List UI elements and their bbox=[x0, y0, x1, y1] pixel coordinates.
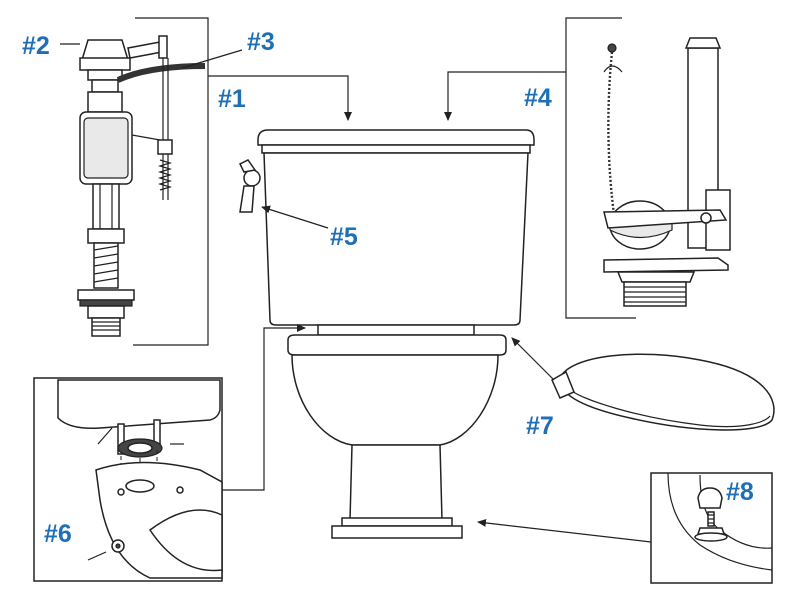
flush-valve-illustration bbox=[565, 17, 731, 319]
toilet-illustration bbox=[238, 129, 535, 539]
tank-to-bowl-inset bbox=[33, 377, 223, 582]
fill-valve-bracket bbox=[133, 17, 209, 346]
label-tank-to-bowl: #6 bbox=[44, 520, 72, 548]
trip-lever bbox=[238, 159, 261, 213]
callout-lines bbox=[60, 43, 652, 543]
toilet-seat bbox=[559, 353, 775, 431]
tank bbox=[263, 152, 529, 326]
fill-valve-cap bbox=[80, 39, 130, 61]
fill-valve-illustration bbox=[77, 17, 209, 346]
label-seat: #7 bbox=[526, 412, 554, 440]
label-bolt-caps: #8 bbox=[726, 478, 754, 506]
label-fill-valve: #1 bbox=[218, 85, 246, 113]
bowl-rim bbox=[287, 334, 507, 356]
label-refill-tube: #3 bbox=[247, 28, 275, 56]
label-flush-valve: #4 bbox=[524, 84, 552, 112]
bolt-caps-inset bbox=[650, 472, 773, 584]
refill-tube bbox=[116, 63, 206, 83]
label-trip-lever: #5 bbox=[330, 223, 358, 251]
bowl bbox=[291, 354, 499, 446]
flapper-chain bbox=[607, 51, 616, 215]
flush-valve-bracket bbox=[565, 17, 636, 319]
label-fill-valve-cap: #2 bbox=[22, 32, 50, 60]
seat-illustration bbox=[551, 353, 775, 431]
tank-lid bbox=[257, 129, 535, 146]
